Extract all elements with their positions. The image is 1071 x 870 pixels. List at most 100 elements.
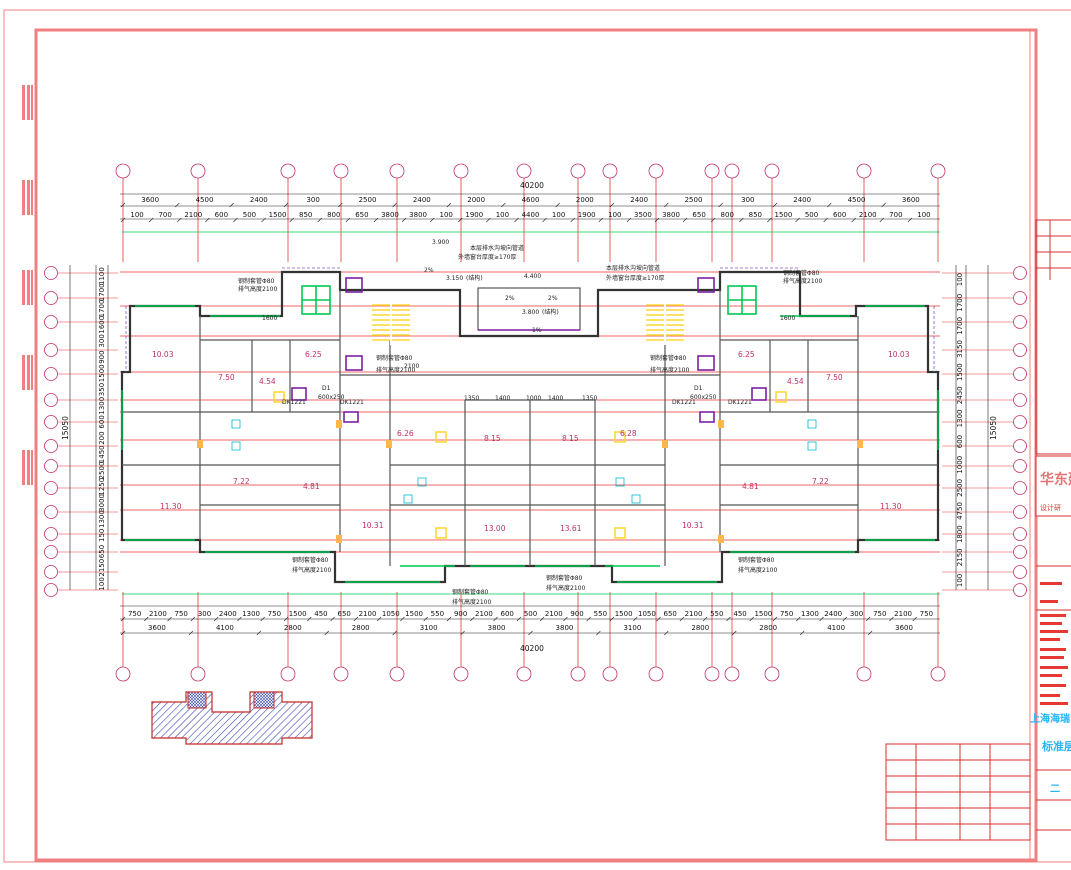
axis-bubble-right [1013, 266, 1027, 280]
small-dim: 1600 [780, 315, 795, 322]
dim-tick [664, 202, 669, 208]
dimension-value: 2800 [284, 624, 302, 632]
dimension-value: 1000 [956, 456, 964, 474]
dimension-value: 100 [552, 211, 565, 219]
dim-tick [664, 630, 669, 636]
sill-note: 外墙窗台厚度≥170厚 [458, 253, 516, 261]
grid-axes-bottom [115, 666, 946, 682]
dimension-value: 3800 [381, 211, 399, 219]
dim-tick [772, 616, 778, 622]
axis-bubble-left [44, 545, 58, 559]
company-line: 设计研 [1040, 503, 1061, 512]
dim-tick [879, 217, 885, 223]
dim-tick [570, 217, 575, 223]
room-area: 7.22 [233, 477, 250, 486]
dim-tick [867, 630, 873, 636]
dimension-value: 2000 [467, 196, 485, 204]
dim-tick [726, 616, 731, 622]
dim-tick [205, 217, 210, 223]
room-area: 6.26 [397, 429, 414, 438]
dim-tick [542, 217, 547, 223]
dimension-value: 600 [833, 211, 846, 219]
tube-note: 钢制套管Φ80 [783, 269, 820, 277]
dim-tick [767, 217, 772, 223]
axis-bubble-left [44, 415, 58, 429]
dim-tick [823, 217, 828, 223]
interior-walls [122, 290, 938, 566]
d1-label: D1 [694, 385, 703, 392]
dimension-value: 1500 [775, 211, 793, 219]
dimension-value: 3800 [409, 211, 427, 219]
dimension-value: 900 [570, 610, 583, 618]
dimension-value: 1500 [754, 610, 772, 618]
axis-bubble-top [648, 163, 664, 179]
axis-bubble-left [44, 439, 58, 453]
axis-bubble-bottom [930, 666, 946, 682]
room-area: 11.30 [880, 502, 902, 511]
axis-bubble-right [1013, 545, 1027, 559]
dim-tick [682, 217, 688, 223]
dimension-value: 750 [175, 610, 188, 618]
stair-left [372, 300, 410, 345]
axis-bubble-bottom [280, 666, 296, 682]
dim-tick [317, 217, 322, 223]
dimension-value: 1500 [405, 610, 423, 618]
dim-tick [330, 616, 335, 622]
dimension-value: 750 [920, 610, 933, 618]
dimension-value: 500 [805, 211, 818, 219]
slope-label: 1% [532, 327, 542, 334]
dim-tick [213, 616, 219, 622]
dim-tick [626, 217, 632, 223]
dim-tick [609, 202, 615, 208]
axis-bubble-bottom [453, 666, 469, 682]
dimension-value: 3800 [488, 624, 506, 632]
axis-bubble-bottom [648, 666, 664, 682]
dimension-value: 1500 [269, 211, 287, 219]
dim-tick [865, 616, 871, 622]
small-dim: 1350 [464, 395, 479, 402]
axis-bubble-right [1013, 415, 1027, 429]
dimension-value: 2400 [219, 610, 237, 618]
axis-bubble-left [44, 315, 58, 329]
dim-tick [423, 616, 428, 622]
dimension-value: 2400 [824, 610, 842, 618]
dimension-value: 4400 [522, 211, 540, 219]
dimension-value: 1700 [956, 317, 964, 335]
room-area: 4.81 [742, 482, 759, 491]
dimension-value: 100 [496, 211, 509, 219]
room-area: 10.03 [152, 350, 174, 359]
axis-bubble-left [44, 583, 58, 597]
dimension-value: 900 [98, 350, 106, 363]
dim-tick [148, 217, 154, 223]
green-dim-lines [122, 231, 940, 595]
dimension-value: 850 [299, 211, 312, 219]
dim-tick [470, 616, 475, 622]
dimension-value: 1250 [98, 478, 106, 496]
gutter-note: 本层排水沟坡向管道 [606, 264, 660, 272]
dim-tick [749, 616, 754, 622]
overall-dim-top: 40200 [520, 181, 544, 190]
dimension-value: 4600 [522, 196, 540, 204]
dim-tick [633, 616, 638, 622]
dimension-value: 600 [956, 435, 964, 448]
axis-bubble-right [1013, 527, 1027, 541]
key-plan [151, 691, 313, 745]
axis-bubble-top [190, 163, 206, 179]
dimension-value: 650 [664, 610, 677, 618]
air-note: 排气高度2100 [546, 584, 585, 592]
dimension-value: 2800 [759, 624, 777, 632]
dim-tick [120, 616, 126, 622]
dimension-value: 1300 [242, 610, 260, 618]
axis-bubble-right [1013, 291, 1027, 305]
axis-bubble-right [1013, 439, 1027, 453]
dim-tick [799, 630, 805, 636]
dimension-value: 1100 [98, 267, 106, 285]
axis-bubble-top [930, 163, 946, 179]
room-area: 8.15 [484, 434, 501, 443]
dimension-value: 300 [850, 610, 863, 618]
axis-bubble-bottom [516, 666, 532, 682]
dim-tick [460, 630, 465, 636]
dim-tick [324, 630, 329, 636]
dim-tick [289, 217, 294, 223]
